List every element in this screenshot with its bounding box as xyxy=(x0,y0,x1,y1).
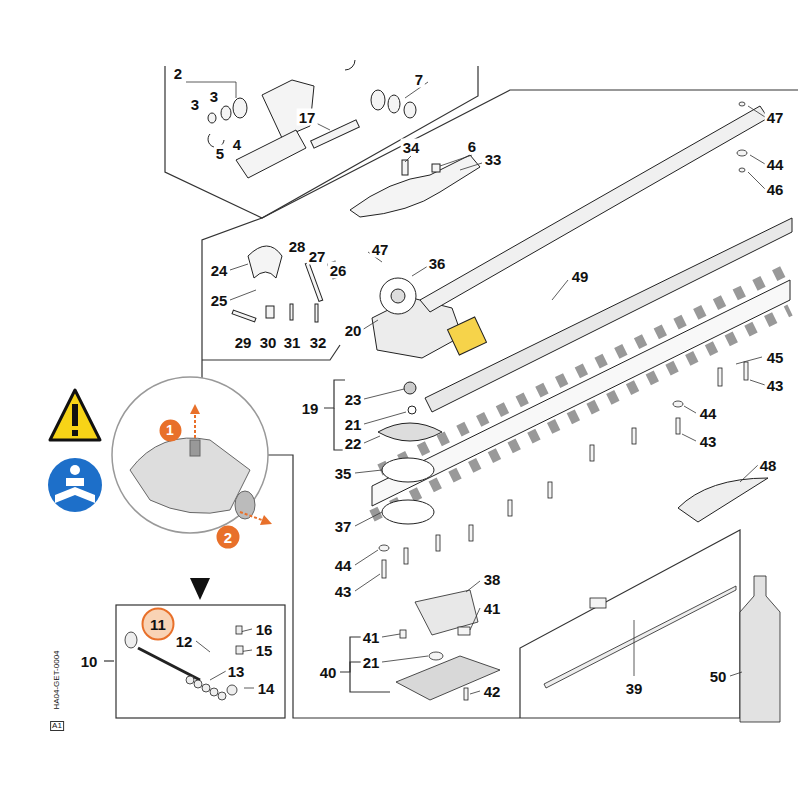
callout-number: 35 xyxy=(333,465,354,482)
callout-number: 1 xyxy=(166,423,174,437)
callout-number: 37 xyxy=(333,518,354,535)
callout-number: 33 xyxy=(483,151,504,168)
bracket xyxy=(104,660,114,661)
callout-number: 11 xyxy=(150,617,166,632)
callout-number: 17 xyxy=(297,109,318,126)
callout-number: 41 xyxy=(482,600,503,617)
callout-circle: 2 xyxy=(216,525,240,549)
callout-number: 22 xyxy=(343,435,364,452)
callout-number: 49 xyxy=(570,268,591,285)
bracket xyxy=(350,672,390,692)
callout-number: 28 xyxy=(287,238,308,255)
callout-number: 24 xyxy=(209,262,230,279)
callout-number: 12 xyxy=(174,633,195,650)
detail-inset xyxy=(112,377,268,533)
callout-number: 50 xyxy=(708,668,729,685)
callout-number: 36 xyxy=(427,255,448,272)
callout-number: 13 xyxy=(226,663,247,680)
callout-number: 43 xyxy=(698,433,719,450)
callout-number: 43 xyxy=(765,377,786,394)
callout-number: 23 xyxy=(343,391,364,408)
callout-number: 45 xyxy=(765,349,786,366)
inset-frame xyxy=(116,605,285,718)
callout-circle: 11 xyxy=(141,607,175,641)
warning-icon xyxy=(50,390,100,440)
callout-number: 26 xyxy=(328,262,349,279)
callout-number: 47 xyxy=(370,241,391,258)
callout-circle: 1 xyxy=(159,419,182,442)
callout-number: 5 xyxy=(214,145,226,162)
callout-number: 21 xyxy=(343,416,364,433)
callout-number: 44 xyxy=(698,405,719,422)
callout-number: 44 xyxy=(765,156,786,173)
callout-number: 16 xyxy=(254,621,275,638)
bracket xyxy=(340,637,362,672)
callout-number: 6 xyxy=(466,138,478,155)
callout-number: 21 xyxy=(361,654,382,671)
callout-number: 25 xyxy=(209,292,230,309)
callout-number: 44 xyxy=(333,557,354,574)
revision-mark: A1 xyxy=(50,721,64,731)
callout-number: 7 xyxy=(413,71,425,88)
callout-number: 30 xyxy=(258,334,279,351)
callout-number: 14 xyxy=(256,680,277,697)
panel-outline xyxy=(202,90,798,455)
callout-number: 20 xyxy=(343,322,364,339)
callout-number: 31 xyxy=(282,334,303,351)
callout-number: 34 xyxy=(401,139,422,156)
callout-number: 38 xyxy=(482,571,503,588)
callout-number: 42 xyxy=(482,683,503,700)
panel-outline xyxy=(202,455,740,718)
callout-number: 39 xyxy=(624,680,645,697)
callout-number: 2 xyxy=(172,65,184,82)
callout-number: 3 xyxy=(208,88,220,105)
callout-number: 4 xyxy=(231,136,243,153)
callout-number: 10 xyxy=(79,653,100,670)
callout-number: 27 xyxy=(307,248,328,265)
callout-number: 32 xyxy=(308,334,329,351)
callout-number: 19 xyxy=(300,400,321,417)
callout-number: 15 xyxy=(254,642,275,659)
drawing-code: HA04-GET-0004 xyxy=(53,649,61,710)
callout-number: 2 xyxy=(224,530,232,545)
callout-number: 43 xyxy=(333,583,354,600)
callout-number: 46 xyxy=(765,181,786,198)
callout-number: 3 xyxy=(189,96,201,113)
callout-number: 47 xyxy=(765,109,786,126)
manual-icon xyxy=(48,458,102,512)
callout-number: 40 xyxy=(318,664,339,681)
callout-number: 29 xyxy=(233,334,254,351)
callout-number: 48 xyxy=(758,457,779,474)
callout-number: 41 xyxy=(361,629,382,646)
